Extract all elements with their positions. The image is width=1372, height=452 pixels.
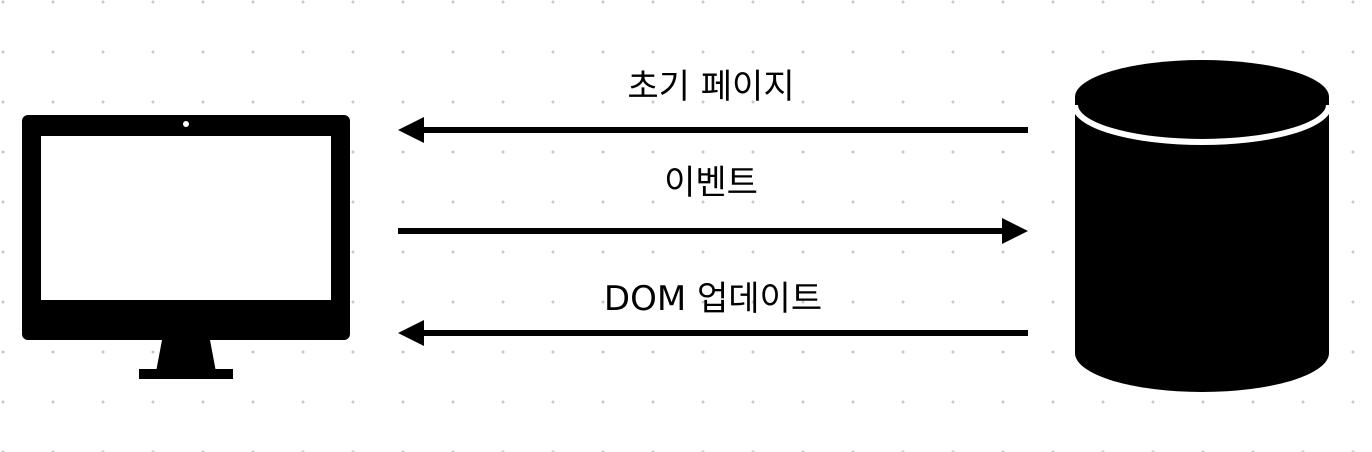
- label-initial-page: 초기 페이지: [627, 67, 795, 107]
- monitor-camera: [183, 121, 189, 127]
- monitor-stand: [156, 340, 216, 372]
- arrow-head-left: [398, 117, 424, 143]
- arrow-initial-page: [398, 117, 1028, 143]
- monitor-base: [139, 369, 233, 379]
- monitor-screen: [41, 136, 331, 300]
- arrow-head-left: [398, 320, 424, 346]
- label-event: 이벤트: [664, 163, 758, 203]
- database-icon: [1072, 60, 1332, 392]
- arrow-dom-update: [398, 320, 1028, 346]
- database-bottom: [1075, 314, 1329, 392]
- arrow-head-right: [1002, 218, 1028, 244]
- arrow-event: [398, 218, 1028, 244]
- label-dom-update: DOM 업데이트: [603, 279, 823, 319]
- database-ring: [1072, 104, 1332, 145]
- monitor-icon: [22, 115, 350, 379]
- database-top: [1075, 60, 1329, 134]
